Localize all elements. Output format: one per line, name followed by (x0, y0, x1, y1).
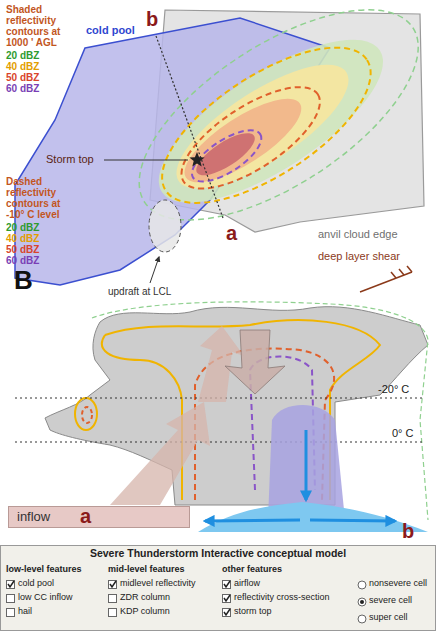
illustration-part (8, 581, 14, 587)
level-label: -20° C (378, 383, 409, 395)
illustration-part (360, 272, 412, 292)
outflow-left (205, 520, 300, 521)
updraft-arrow (110, 402, 210, 505)
checkbox-label: midlevel reflectivity (120, 579, 196, 589)
dash-20dbz (106, 0, 436, 261)
legend-entry: 50 dBZ (6, 72, 39, 83)
legend-entry: 60 dBZ (6, 83, 39, 94)
node-text: Severe Thunderstorm Interactive conceptu… (90, 547, 346, 560)
radio-buttons (358, 581, 366, 623)
region-label: cold pool (86, 24, 135, 36)
level-label: 0° C (392, 427, 414, 439)
legend-entry: 40 dBZ (6, 233, 39, 244)
downdraft-core (305, 430, 308, 500)
updraft-lcl (149, 200, 181, 252)
checkbox-label: airflow (234, 579, 260, 589)
checkbox-label: KDP column (120, 607, 170, 617)
callout-label: updraft at LCL (108, 286, 171, 297)
illustration-part (223, 609, 231, 617)
storm-top-leader (104, 160, 188, 161)
cross-section-line (156, 36, 223, 218)
aloft-40dbz (75, 398, 97, 430)
shade-50dbz (173, 84, 312, 197)
checkbox-label: low CC inflow (18, 593, 73, 603)
checkbox-label: cold pool (18, 579, 54, 589)
inflow-band: inflow (8, 506, 190, 528)
checkbox-label: ZDR column (120, 593, 170, 603)
control-panel (1, 546, 436, 631)
illustration-part (7, 595, 15, 603)
section-end: a (80, 505, 91, 527)
illustration-part (7, 609, 15, 617)
legend-entry: 20 dBZ (6, 50, 39, 61)
shaded-contours (106, 0, 436, 261)
illustration-part (109, 609, 117, 617)
illustration-part (224, 595, 230, 601)
illustration-part (224, 581, 230, 587)
illustration-part (407, 266, 412, 272)
legend-entry: 40 dBZ (6, 61, 39, 72)
panel-heading: mid-level features (108, 565, 185, 575)
aloft-50dbz (82, 407, 92, 423)
region-label: anvil cloud edge (318, 228, 398, 240)
dash-60dbz (184, 121, 269, 191)
illustration-part (399, 269, 404, 275)
panel-heading: other features (222, 565, 282, 575)
illustration-part (224, 609, 230, 615)
storm-top-star (189, 152, 204, 167)
illustration-part (391, 272, 396, 278)
section-end: b (146, 8, 158, 30)
radio-label: severe cell (369, 596, 412, 606)
shear-barb (360, 266, 412, 292)
radio-selected (360, 600, 364, 604)
section-end: b (402, 520, 414, 542)
downdraft-arrow (225, 330, 285, 394)
outflow-right (310, 520, 395, 521)
checkbox-label: storm top (234, 607, 272, 617)
outflow (198, 502, 428, 532)
section-end: a (226, 222, 237, 244)
radio-label: nonsevere cell (369, 579, 427, 589)
callout-label: Storm top (46, 153, 94, 165)
radio-label: super cell (369, 613, 408, 623)
illustration-part (223, 581, 231, 589)
checkbox-label: reflectivity cross-section (234, 593, 330, 603)
illustration-part (358, 615, 366, 623)
level-zero (15, 442, 425, 443)
updraft-arrow-upper (198, 326, 244, 402)
legend-entry: 20 dBZ (6, 222, 39, 233)
panel-heading: low-level features (6, 565, 82, 575)
panel-letter: B (14, 266, 33, 295)
panel-title: Severe Thunderstorm Interactive conceptu… (0, 547, 436, 562)
updraft-leader (150, 257, 159, 283)
illustration-part (223, 595, 231, 603)
storm-cloud (45, 307, 428, 505)
contour-20dbz-xs (92, 302, 428, 520)
legend-heading: Dashed reflectivity contours at -10° C l… (6, 176, 78, 220)
illustration-part (110, 581, 116, 587)
checkbox-label: hail (18, 607, 32, 617)
legend-heading: Shaded reflectivity contours at 1000 ' A… (6, 4, 78, 48)
illustration-part (109, 581, 117, 589)
legend-entry: 60 dBZ (6, 255, 39, 266)
illustration-part (358, 581, 366, 589)
illustration-part (358, 598, 366, 606)
node-text: inflow (17, 507, 50, 527)
dash-40dbz (139, 18, 395, 233)
legend-entry: 50 dBZ (6, 244, 39, 255)
shear-label: deep layer shear (318, 250, 400, 262)
dash-50dbz (167, 68, 335, 207)
illustration-part (7, 581, 15, 589)
illustration-part (109, 595, 117, 603)
